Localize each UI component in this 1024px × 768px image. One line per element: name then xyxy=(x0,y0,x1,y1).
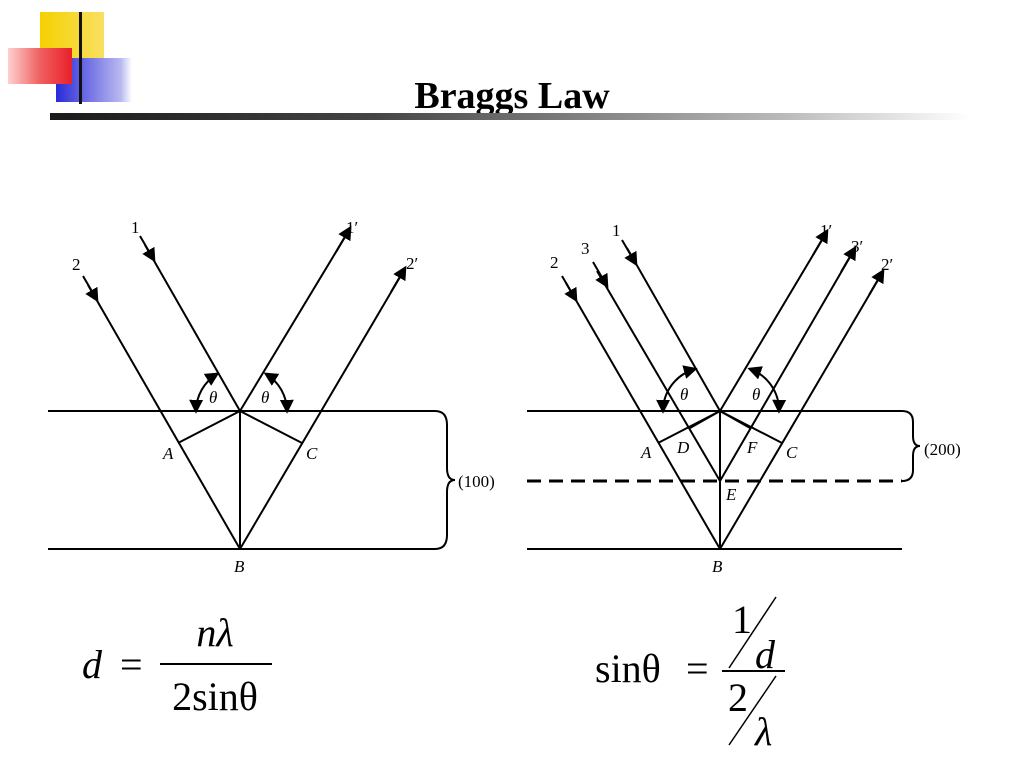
equation-right: sinθ = 1 d 2 λ xyxy=(595,596,785,754)
left-labels: 2 1 1′ 2′ θ θ A C B (100) xyxy=(72,218,495,576)
left-point-C: C xyxy=(306,444,318,463)
right-point-B: B xyxy=(712,557,723,576)
eq-right-num-slash xyxy=(728,596,777,669)
right-label-3: 3 xyxy=(581,239,590,258)
eq-right-den-bottom: λ xyxy=(754,709,772,754)
slide-title: Braggs Law xyxy=(414,75,610,117)
left-ray-2p-arrow xyxy=(390,265,407,293)
left-angle-arc-1 xyxy=(189,372,220,414)
eq-right-den-top: 2 xyxy=(728,675,748,720)
right-label-1p: 1′ xyxy=(820,221,832,240)
right-diagram xyxy=(527,228,921,550)
left-theta-2: θ xyxy=(261,388,269,407)
left-ray-2-arrow xyxy=(82,275,99,303)
right-ray-2-out xyxy=(719,279,879,550)
corner-decoration xyxy=(0,0,140,110)
eq-left-lhs: d xyxy=(82,642,103,687)
right-point-A: A xyxy=(640,443,652,462)
eq-right-den-slash xyxy=(728,675,777,746)
left-label-1: 1 xyxy=(131,218,140,237)
red-square xyxy=(8,48,72,84)
left-plane-label: (100) xyxy=(458,472,495,491)
right-plane-label: (200) xyxy=(924,440,961,459)
right-ray-1p-arrow xyxy=(812,228,829,256)
eq-right-num-bottom: d xyxy=(755,632,776,677)
equation-left: d = nλ 2sinθ xyxy=(82,610,272,719)
right-ray-2p-arrow xyxy=(868,268,885,296)
right-brace xyxy=(901,410,921,482)
right-theta-2: θ xyxy=(752,385,760,404)
eq-right-lhs: sinθ xyxy=(595,646,661,691)
left-ray-1p-arrow xyxy=(335,225,352,253)
left-ray-1-out xyxy=(239,236,346,412)
right-line-D xyxy=(689,410,721,429)
left-ray-1-arrow xyxy=(139,235,156,263)
right-ray-1-out xyxy=(719,239,823,412)
left-point-B: B xyxy=(234,557,245,576)
right-angle-arc-2 xyxy=(747,366,787,414)
eq-left-numerator: nλ xyxy=(196,610,233,655)
title-underline xyxy=(50,113,970,120)
left-ray-2-in xyxy=(87,284,241,550)
left-angle-arc-2 xyxy=(263,372,294,414)
left-theta-1: θ xyxy=(209,388,217,407)
right-ray-2-arrow xyxy=(561,275,578,303)
left-label-1p: 1′ xyxy=(346,218,358,237)
right-ray-2-in xyxy=(565,282,721,550)
right-label-1: 1 xyxy=(612,221,621,240)
left-line-C xyxy=(239,410,303,444)
right-ray-3p-arrow xyxy=(840,245,857,273)
eq-right-num-top: 1 xyxy=(732,597,752,642)
left-line-A xyxy=(177,410,241,444)
right-ray-1-arrow xyxy=(621,239,638,267)
left-label-2p: 2′ xyxy=(406,254,418,273)
right-point-E: E xyxy=(725,485,737,504)
eq-left-denominator: 2sinθ xyxy=(172,674,258,719)
eq-right-equals: = xyxy=(686,646,709,691)
right-label-2p: 2′ xyxy=(881,255,893,274)
right-label-2: 2 xyxy=(550,253,559,272)
right-point-F: F xyxy=(746,438,758,457)
right-label-3p: 3′ xyxy=(851,237,863,256)
eq-left-equals: = xyxy=(120,642,143,687)
left-brace xyxy=(434,410,456,550)
left-diagram xyxy=(48,225,456,550)
left-point-A: A xyxy=(162,444,174,463)
left-ray-2-out xyxy=(239,276,401,550)
right-line-F xyxy=(719,410,751,429)
right-angle-arc-1 xyxy=(656,365,698,414)
left-ray-1-in xyxy=(144,244,241,412)
right-ray-3-out xyxy=(719,256,851,482)
right-theta-1: θ xyxy=(680,385,688,404)
left-label-2: 2 xyxy=(72,255,81,274)
right-ray-3-arrow xyxy=(592,261,609,289)
right-ray-1-in xyxy=(626,247,721,412)
right-point-C: C xyxy=(786,443,798,462)
vertical-rule xyxy=(79,12,82,104)
right-labels: 2 3 1 1′ 3′ 2′ θ θ A D F C E B (200) xyxy=(550,221,961,576)
right-point-D: D xyxy=(676,438,690,457)
